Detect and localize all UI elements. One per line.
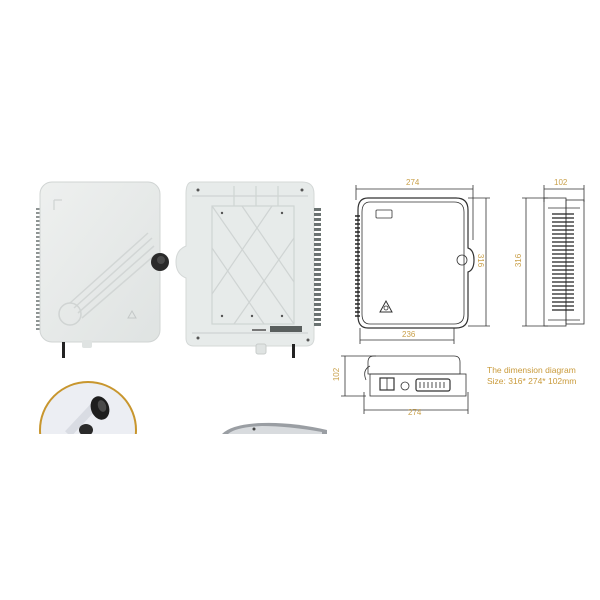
front-width-top-label: 274 [406,178,420,187]
side-height-left-label: 316 [514,253,524,268]
side-depth-top-label: 102 [554,178,568,187]
front-view-photo [30,178,180,358]
front-view-drawing: 274 316 236 [350,178,490,350]
bottom-view-drawing: 102 274 [332,352,476,420]
front-height-right-label: 316 [476,253,486,268]
caption-title: The dimension diagram [487,365,576,375]
side-view-drawing: 102 316 [514,178,600,330]
caption-size: Size: 316* 274* 102mm [487,376,577,386]
bottom-width-label: 274 [408,408,422,417]
dimension-caption: The dimension diagram Size: 316* 274* 10… [487,365,576,387]
partial-product-photo [222,422,327,434]
back-view-photo [172,178,332,358]
lock-closeup-photo [38,372,138,434]
front-width-bottom-label: 236 [402,330,416,339]
bottom-depth-left-label: 102 [332,367,342,382]
